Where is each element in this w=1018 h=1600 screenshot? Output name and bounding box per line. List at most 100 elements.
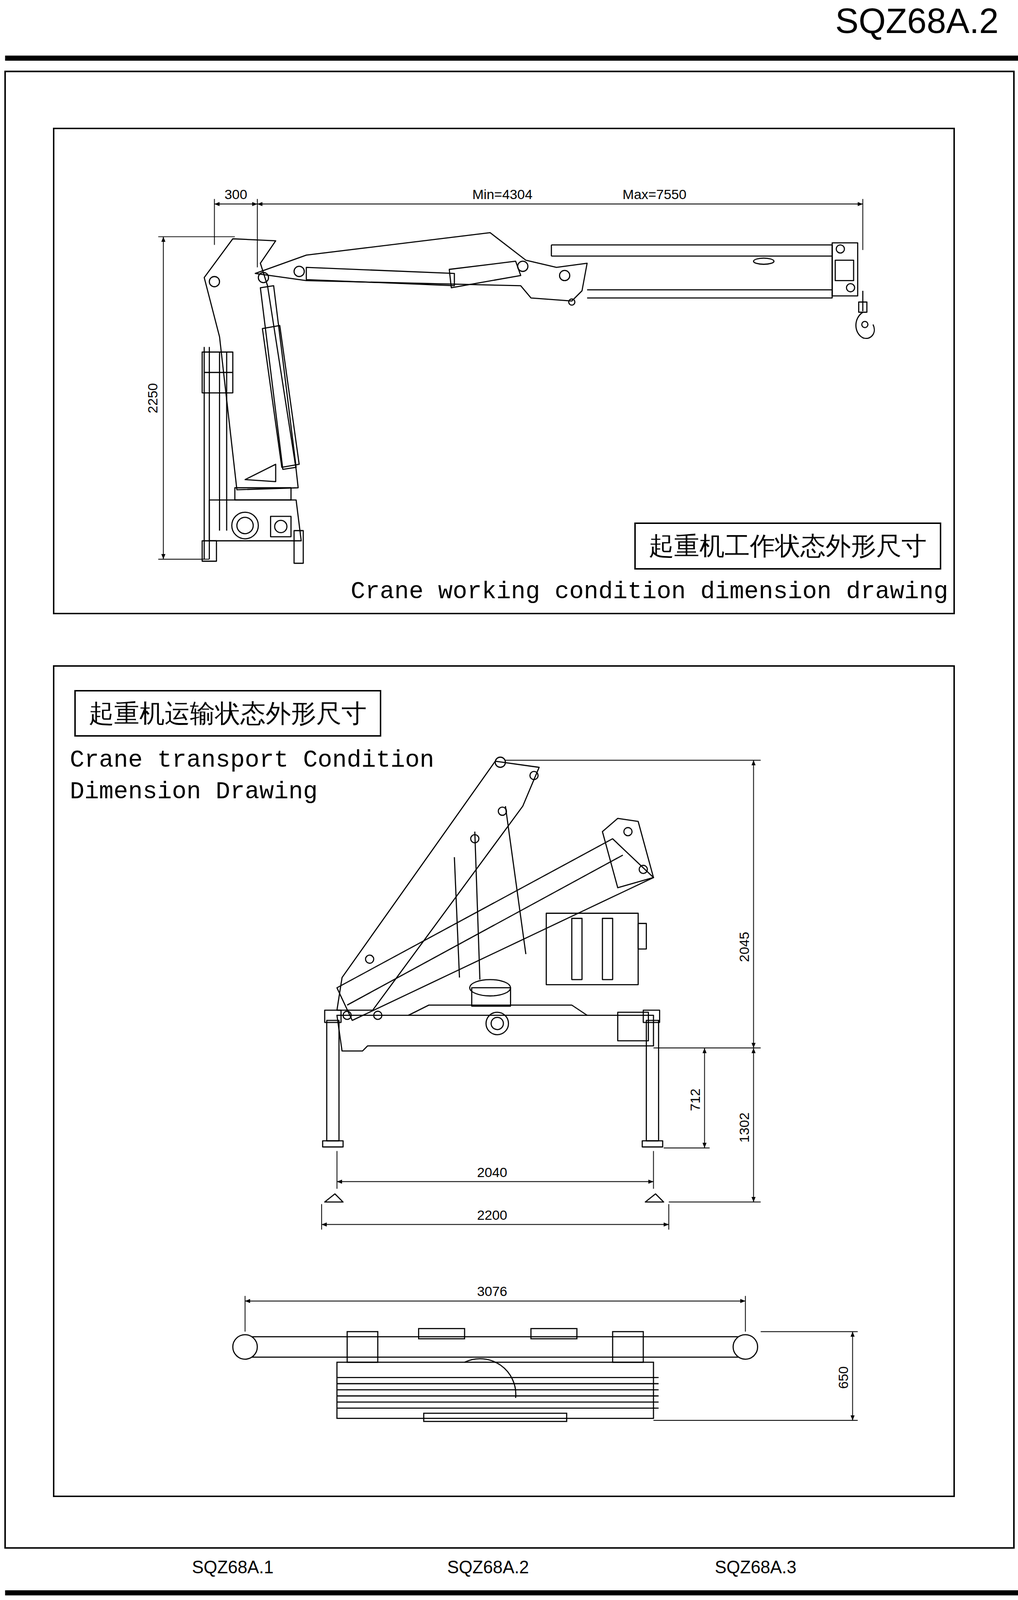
crane-working-view-part — [835, 260, 854, 281]
crane-transport-view-part — [347, 855, 624, 1006]
crane-working-view-part — [255, 232, 588, 302]
crane-working-view-part — [203, 238, 298, 491]
crane-transport-view-part — [571, 918, 582, 980]
crane-transport-view-part — [324, 1194, 344, 1203]
crane-working-view-part — [202, 541, 217, 562]
drawing-panel: 起重机运输状态外形尺寸 Crane transport Condition Dim… — [52, 665, 955, 1498]
crane-transport-view-part — [645, 1194, 664, 1203]
title-box: 起重机运输状态外形尺寸 — [74, 690, 382, 738]
chinese-title: 起重机运输状态外形尺寸 — [88, 698, 367, 729]
crane-transport-view-part — [546, 913, 639, 985]
dimension-lines-part — [753, 1048, 755, 1203]
crane-working-view-part — [306, 267, 455, 287]
crane-transport-view-part — [324, 1010, 342, 1023]
dimension-lines-part — [862, 199, 864, 251]
crane-working-view-part — [855, 312, 875, 339]
crane-transport-view-part — [486, 1012, 509, 1035]
dimension-lines-part — [163, 237, 165, 560]
dimension-value: Min=4304 — [470, 187, 534, 203]
dimension-lines-part — [704, 1048, 706, 1149]
dimension-lines-part — [653, 1420, 858, 1422]
dimension-lines-part — [852, 1331, 854, 1421]
crane-transport-view-part — [373, 1011, 382, 1020]
crane-working-view-part — [226, 352, 228, 531]
crane-transport-view-part — [642, 1140, 663, 1148]
crane-working-view-part — [245, 464, 276, 482]
crane-transport-view — [322, 757, 664, 1203]
crane-transport-view-part — [322, 1140, 343, 1148]
crane-transport-view-part — [638, 923, 647, 950]
crane-plan-view-part — [245, 1357, 746, 1358]
dimension-lines-part — [321, 1204, 323, 1231]
crane-working-view-part — [231, 512, 259, 540]
dimension-value: 650 — [835, 1365, 851, 1392]
crane-transport-view-part — [491, 1017, 504, 1030]
panel-caption: Crane working condition dimension drawin… — [350, 576, 949, 608]
dimension-lines — [245, 1296, 858, 1421]
panel-caption: Crane transport Condition Dimension Draw… — [69, 744, 469, 808]
chinese-title: 起重机工作状态外形尺寸 — [648, 530, 927, 561]
crane-working-view-part — [858, 302, 867, 313]
dimension-value: Max=7550 — [621, 187, 689, 203]
dimension-lines-part — [760, 1331, 858, 1333]
crane-working-view-part — [209, 500, 302, 542]
crane-transport-view-part — [326, 1020, 340, 1141]
sheet-number-title: SQZ68A.2 — [835, 0, 999, 42]
dimension-value: 2250 — [145, 381, 161, 415]
dimension-lines-part — [668, 1204, 670, 1231]
crane-working-view-part — [203, 346, 205, 560]
dimension-value: 3076 — [475, 1284, 509, 1300]
dimension-value: 712 — [687, 1087, 703, 1114]
crane-transport-view-part — [624, 827, 633, 836]
dimension-lines-part — [336, 1151, 338, 1189]
dimension-lines-part — [214, 203, 863, 205]
dimension-value: 1302 — [736, 1111, 752, 1145]
sheet-frame-part — [5, 55, 1018, 62]
crane-working-view-part — [831, 242, 858, 296]
crane-working-view-part — [258, 272, 269, 283]
crane-transport-view-part — [471, 987, 511, 1007]
crane-plan-view-part — [732, 1335, 758, 1360]
dimension-value: 2045 — [736, 930, 752, 964]
dimension-lines-part — [214, 199, 216, 246]
crane-working-view-part — [219, 352, 221, 531]
sheet-reference: SQZ68A.1 — [190, 1558, 275, 1578]
crane-plan-view-part — [418, 1328, 465, 1340]
crane-transport-view-part — [365, 955, 374, 964]
dimension-lines-part — [653, 1047, 761, 1049]
crane-transport-view-part — [498, 807, 507, 816]
sheet-frame-part — [5, 71, 1015, 1549]
dimension-lines-part — [214, 203, 257, 205]
crane-working-view-part — [262, 325, 300, 468]
crane-transport-view-part — [337, 838, 654, 1021]
dimension-value: 2200 — [475, 1207, 509, 1223]
crane-plan-view-part — [612, 1331, 644, 1363]
sheet-reference: SQZ68A.3 — [713, 1558, 798, 1578]
crane-working-view-part — [237, 517, 254, 534]
sheet-frame — [5, 58, 1018, 1594]
crane-working-view-part — [568, 299, 576, 306]
crane-working-view-part — [550, 244, 552, 256]
dimension-lines-part — [321, 1224, 669, 1226]
crane-working-view-part — [861, 321, 868, 328]
crane-working-view-part — [449, 261, 521, 289]
crane-working-view-part — [587, 289, 833, 291]
crane-plan-view-part — [347, 1331, 378, 1363]
crane-transport-view-part — [639, 865, 648, 874]
crane-working-view-part — [846, 283, 855, 292]
crane-working-view-part — [270, 516, 291, 537]
crane-working-view-part — [203, 372, 233, 374]
crane-plan-view-part — [232, 1335, 257, 1360]
sheet-reference: SQZ68A.2 — [445, 1558, 531, 1578]
crane-working-view-part — [517, 261, 528, 272]
crane-transport-view-part — [617, 1012, 649, 1042]
sheet-frame-part — [5, 1590, 1018, 1596]
crane-transport-view-part — [342, 1011, 352, 1020]
crane-transport-view-part — [529, 771, 539, 781]
dimension-lines-part — [158, 559, 210, 560]
dimension-lines-part — [256, 199, 258, 268]
crane-transport-view-part — [470, 834, 479, 844]
crane-working-view-part — [559, 270, 570, 281]
crane-plan-view — [232, 1328, 758, 1422]
